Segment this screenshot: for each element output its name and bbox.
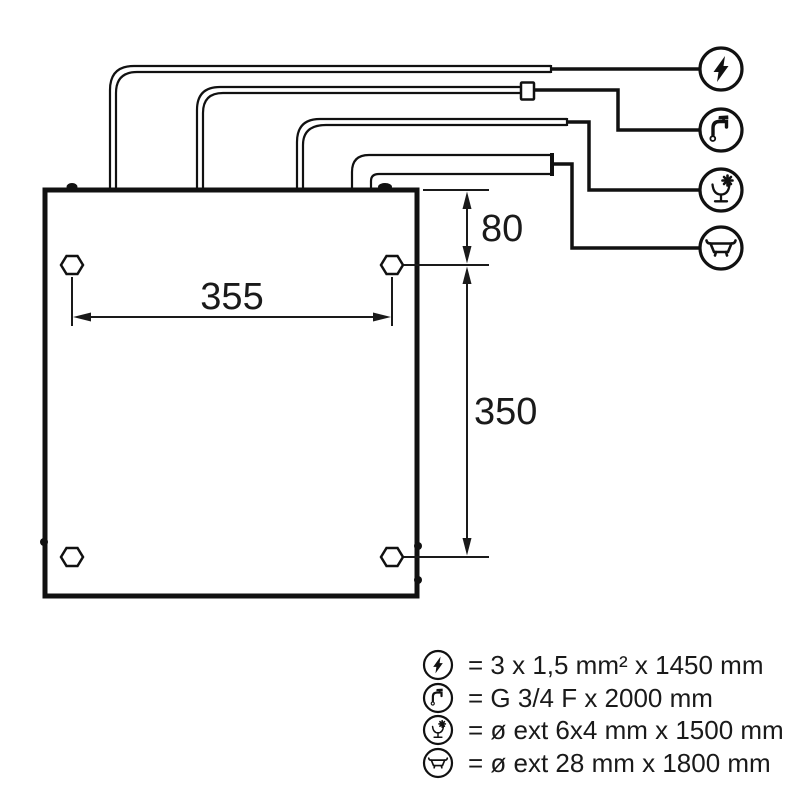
tub-icon (698, 225, 744, 271)
right-edge-fastener-lower (414, 576, 422, 584)
dimension-355 (71, 277, 393, 326)
power-cable (108, 64, 553, 189)
left-edge-fastener (40, 538, 48, 546)
small-tube (295, 117, 569, 189)
mounting-hole-top-left (59, 254, 85, 276)
arrowhead-355-right (373, 312, 391, 322)
arrowhead-355-left (73, 312, 91, 322)
top-edge-fastener-right (378, 183, 392, 191)
legend-row-inlet: = G 3/4 F x 2000 mm (468, 683, 713, 713)
mounting-hole-top-right (379, 254, 405, 276)
tub-icon (422, 747, 454, 779)
dimension-80 (404, 189, 489, 266)
dim-355-label: 355 (200, 276, 263, 318)
dim-350-label: 350 (474, 391, 537, 433)
right-edge-fastener-upper (414, 542, 422, 550)
legend-row-power: = 3 x 1,5 mm² x 1450 mm (468, 650, 763, 680)
legend-row-drain: = ø ext 28 mm x 1800 mm (468, 748, 771, 778)
leader-line-drain (553, 162, 701, 250)
legend: = 3 x 1,5 mm² x 1450 mm = G 3/4 F x 2000… (422, 649, 784, 779)
top-edge-fastener-left (66, 183, 78, 191)
arrowhead-80-bottom (462, 246, 472, 264)
leader-line-tube (567, 120, 701, 192)
dimension-350 (404, 279, 489, 558)
tap-icon (698, 107, 744, 153)
mounting-hole-bottom-right (379, 546, 405, 568)
arrowhead-350-bottom (462, 538, 472, 556)
glass-icon (422, 714, 454, 746)
arrowhead-80-top (462, 191, 472, 209)
mounting-hole-bottom-left (59, 546, 85, 568)
tap-icon (422, 682, 454, 714)
legend-row-tube: = ø ext 6x4 mm x 1500 mm (468, 715, 784, 745)
glass-icon (698, 167, 744, 213)
water-inlet-hose (195, 85, 521, 189)
drain-hose (350, 153, 554, 189)
appliance-back-panel (42, 187, 420, 599)
inlet-hose-coupling (519, 81, 536, 101)
leader-line-inlet (534, 88, 701, 132)
arrowhead-350-top (462, 266, 472, 284)
dim-80-label: 80 (481, 208, 523, 250)
